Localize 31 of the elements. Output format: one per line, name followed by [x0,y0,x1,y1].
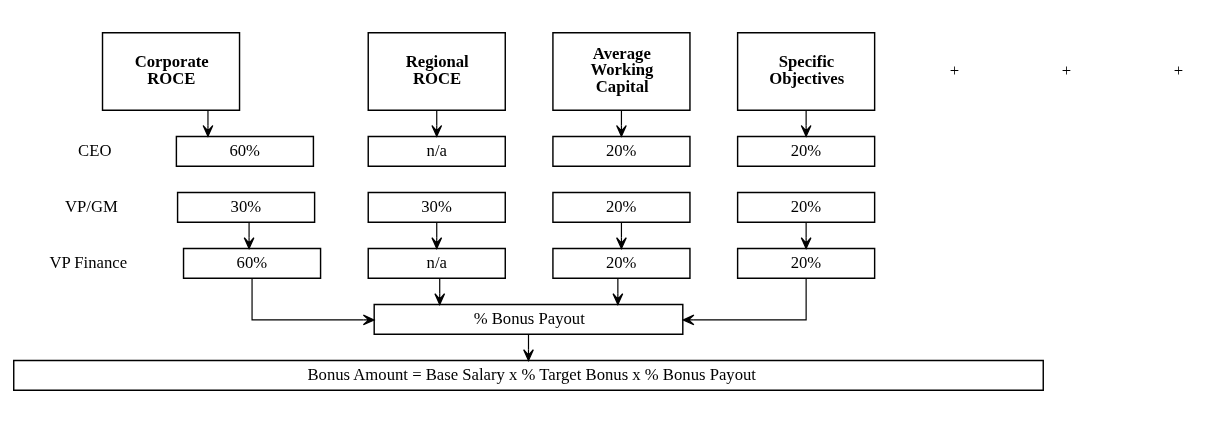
arrow [800,222,812,250]
node-box: 20% [736,135,876,167]
node-box: 20% [736,191,876,223]
node-box: 20% [736,247,876,279]
label: VP Finance [49,252,128,272]
node-box: 20% [552,191,691,223]
node-box: 60% [175,135,315,167]
arrow [251,278,375,326]
node-box: Regional ROCE [367,32,506,111]
label: + [1061,60,1072,80]
label: + [1173,60,1184,80]
arrow [243,222,255,250]
node-box: 30% [176,191,316,223]
arrow [800,109,812,137]
label: VP/GM [64,196,118,216]
node-box: Specific Objectives [736,32,876,111]
node-box: 20% [552,247,691,279]
node-box: Average Working Capital [552,32,691,111]
node-box: % Bonus Payout [373,303,684,335]
node-box: n/a [367,135,506,167]
label: CEO [78,140,112,160]
arrow [682,278,807,326]
node-box: Corporate ROCE [101,32,241,111]
arrow [612,278,624,306]
node-box: Bonus Amount = Base Salary x % Target Bonus x % Bonus Payout [13,359,1044,391]
node-box: n/a [367,247,506,279]
arrow [202,109,214,137]
label: + [949,60,960,80]
node-box: 60% [182,247,322,279]
node-box: 20% [552,135,691,167]
node-box: 30% [367,191,506,223]
